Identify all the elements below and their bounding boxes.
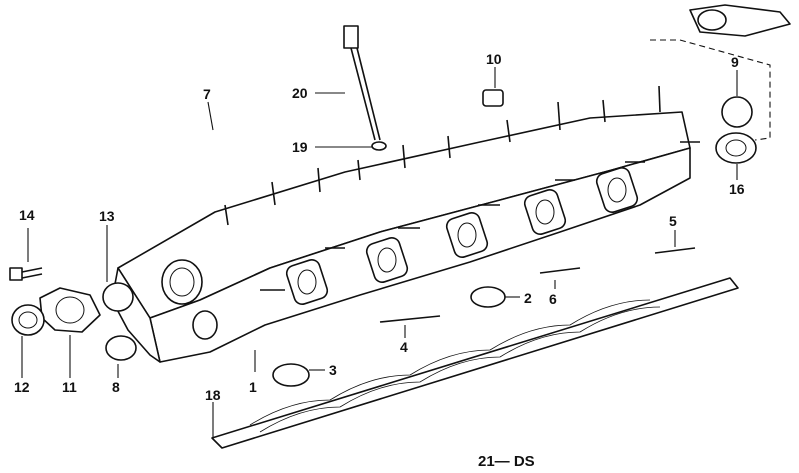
head-gasket (211, 277, 739, 449)
seal (11, 304, 45, 336)
washer (371, 141, 387, 151)
flange-gasket (715, 132, 757, 164)
end-cover (39, 287, 101, 333)
diagram-code: 21— DS (478, 453, 535, 470)
sleeve-2 (470, 286, 506, 308)
callout-7: 7 (203, 86, 211, 102)
callout-5: 5 (669, 213, 677, 229)
callout-9: 9 (731, 54, 739, 70)
intake-ports (285, 167, 639, 305)
stud-short (654, 247, 696, 254)
callout-16: 16 (729, 181, 745, 197)
callout-10: 10 (486, 51, 502, 67)
stud-medium (539, 267, 581, 274)
callout-18: 18 (205, 387, 221, 403)
stud-long (379, 315, 441, 323)
camshaft-bore (161, 259, 203, 305)
o-ring (102, 282, 134, 312)
callout-3: 3 (329, 362, 337, 378)
callout-1: 1 (249, 379, 257, 395)
bolt-short (9, 267, 43, 281)
plug (721, 96, 753, 128)
callout-11: 11 (62, 379, 77, 395)
callout-20: 20 (292, 85, 308, 101)
callout-4: 4 (400, 339, 408, 355)
thermostat-housing (689, 4, 791, 37)
leader-lines (21, 39, 771, 438)
cap-nut (482, 89, 504, 107)
callout-12: 12 (14, 379, 30, 395)
callout-6: 6 (549, 291, 557, 307)
cylinder-head (111, 85, 700, 363)
bolt-long (343, 25, 381, 141)
callout-14: 14 (19, 207, 35, 223)
manifold-studs (260, 141, 700, 291)
callout-13: 13 (99, 208, 115, 224)
callout-19: 19 (292, 139, 308, 155)
callout-labels: 1 2 3 4 5 6 7 8 9 10 11 12 13 14 16 18 1… (14, 51, 745, 403)
callout-8: 8 (112, 379, 120, 395)
sleeve-8 (105, 335, 137, 361)
callout-2: 2 (524, 290, 532, 306)
deck-studs (224, 85, 661, 226)
sleeve-3 (272, 363, 310, 387)
